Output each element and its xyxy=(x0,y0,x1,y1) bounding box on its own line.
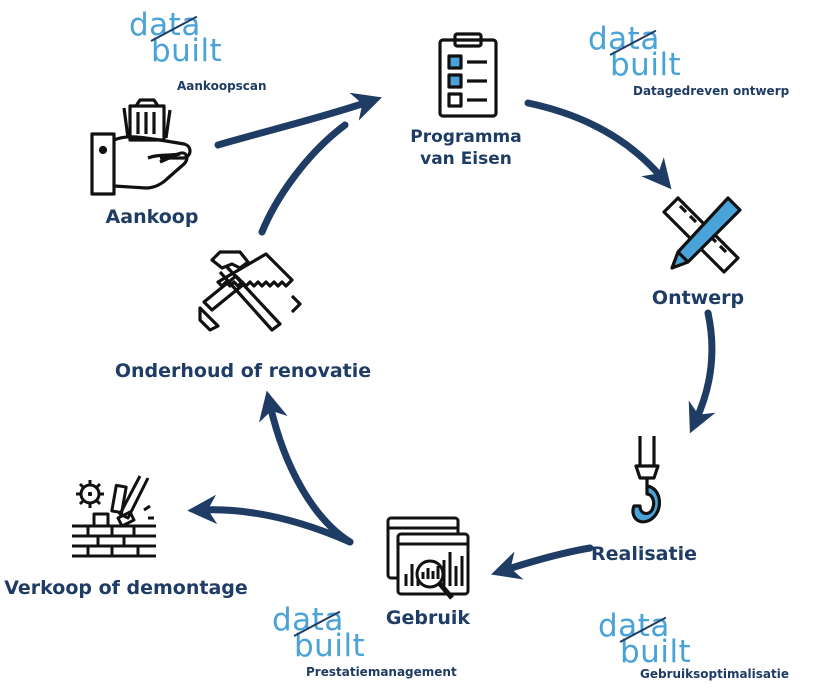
arrow-gebruik-to-onderhoud xyxy=(258,390,354,546)
label-realisatie: Realisatie xyxy=(591,543,697,565)
caption-datagedreven-ontwerp: Datagedreven ontwerp xyxy=(633,84,790,98)
tools-icon xyxy=(198,250,302,332)
logo-word-built: built xyxy=(151,33,223,69)
arrow-ontwerp-to-realisatie xyxy=(688,309,716,434)
checklist-icon xyxy=(438,32,498,118)
arrow-gebruik-to-verkoop xyxy=(187,494,354,546)
label-ontwerp: Ontwerp xyxy=(651,287,745,309)
monitor-analytics-icon xyxy=(386,516,470,600)
label-onderhoud: Onderhoud of renovatie xyxy=(114,360,372,382)
databuilt-logo-realisatie: data built xyxy=(598,611,708,669)
logo-word-data: data xyxy=(129,7,201,43)
logo-word-built: built xyxy=(610,47,682,83)
caption-prestatiemanagement: Prestatiemanagement xyxy=(306,665,457,679)
logo-word-data: data xyxy=(272,602,344,638)
databuilt-logo-gebruik: data built xyxy=(272,605,382,663)
demolition-icon xyxy=(72,475,156,558)
label-verkoop: Verkoop of demontage xyxy=(4,577,248,599)
arrow-aankoop-to-programma xyxy=(214,92,382,149)
label-programma-line2: van Eisen xyxy=(420,149,512,169)
ruler-pencil-icon xyxy=(662,196,742,274)
databuilt-logo-aankoopscan: data built xyxy=(129,10,239,68)
logo-word-built: built xyxy=(294,628,366,664)
logo-word-data: data xyxy=(598,608,670,644)
logo-word-data: data xyxy=(588,21,660,57)
logo-word-built: built xyxy=(620,634,692,670)
databuilt-logo-ontwerp: data built xyxy=(588,24,698,82)
arrow-programma-to-ontwerp xyxy=(524,99,672,190)
caption-aankoopscan: Aankoopscan xyxy=(177,79,267,93)
arrow-onderhoud-to-aankoop xyxy=(258,121,349,236)
caption-gebruiksoptimalisatie: Gebruiksoptimalisatie xyxy=(640,667,790,681)
crane-hook-icon xyxy=(631,436,661,524)
label-gebruik: Gebruik xyxy=(385,607,471,629)
arrow-realisatie-to-gebruik xyxy=(490,544,594,580)
label-programma-line1: Programma xyxy=(410,127,522,147)
label-aankoop: Aankoop xyxy=(105,206,199,228)
hand-money-icon xyxy=(90,98,192,196)
